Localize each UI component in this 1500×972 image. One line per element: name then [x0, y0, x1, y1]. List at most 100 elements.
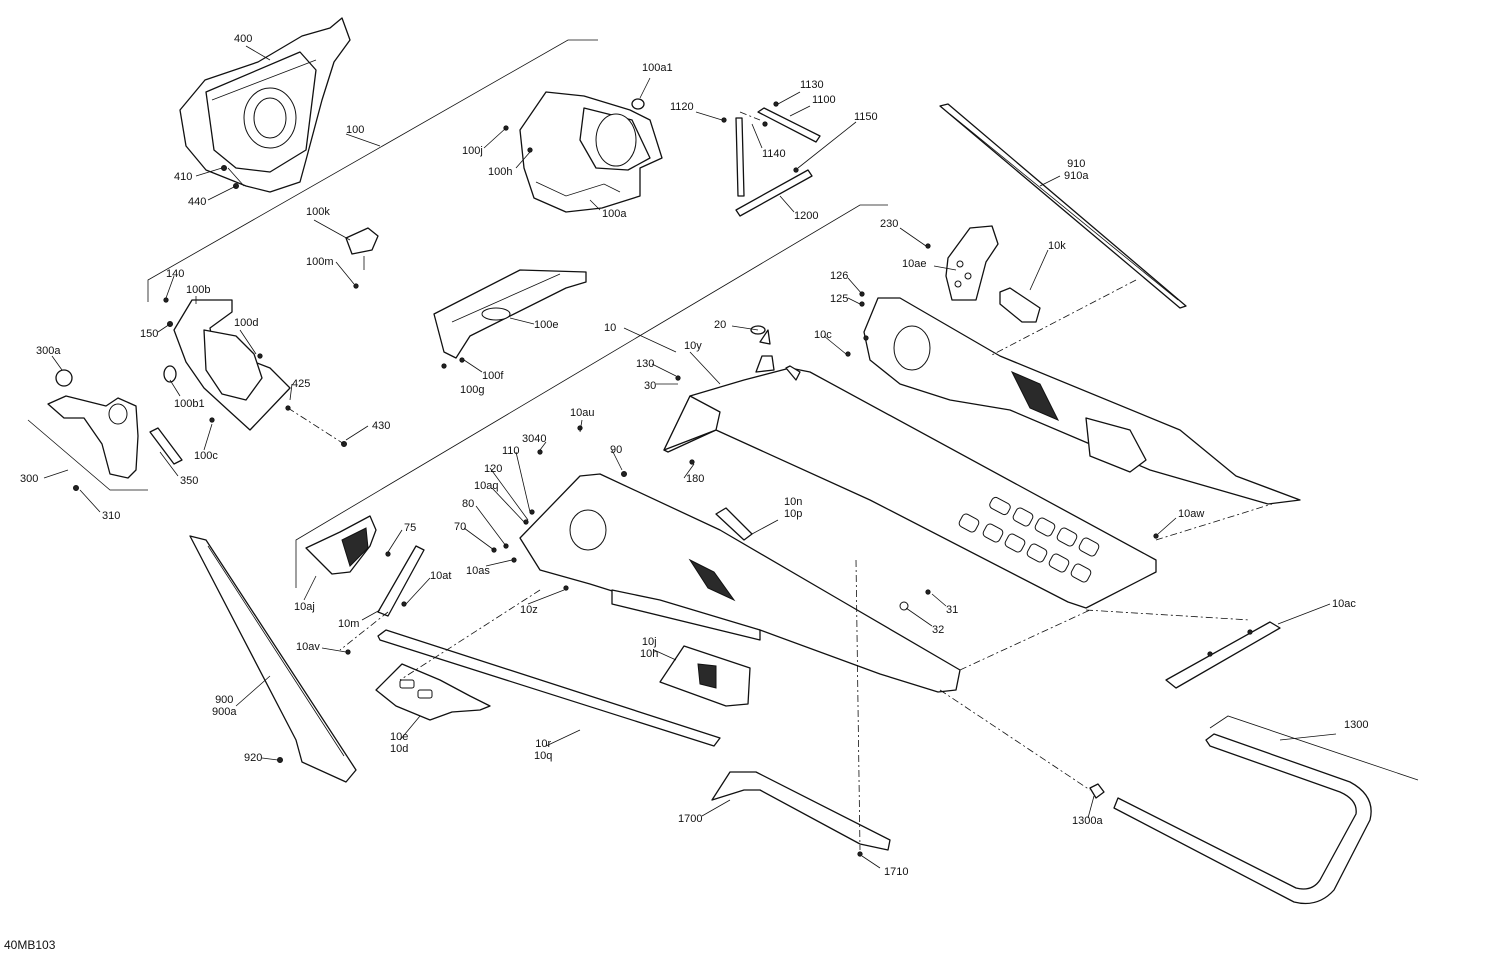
label-100a: 100a — [602, 208, 627, 220]
label-1130: 1130 — [800, 79, 824, 91]
part-10e-skid — [375, 663, 491, 721]
align-10aw — [1155, 503, 1273, 541]
label-180: 180 — [686, 473, 705, 485]
figure-id: 40MB103 — [4, 938, 56, 952]
part-10ae-bracket — [925, 225, 999, 301]
label-30: 30 — [644, 380, 657, 392]
label-90: 90 — [610, 444, 623, 456]
label-140: 140 — [166, 268, 185, 280]
label-10at: 10at — [430, 570, 452, 582]
align-1300a — [939, 689, 1091, 791]
label-1700: 1700 — [678, 813, 703, 825]
label-1120: 1120 — [670, 101, 694, 113]
label-3040: 3040 — [522, 433, 547, 445]
label-100d: 100d — [234, 317, 259, 329]
label-10r: 10r 10q — [534, 738, 553, 762]
part-1700-bumper-arm — [711, 771, 891, 857]
label-230: 230 — [880, 218, 899, 230]
label-10as: 10as — [466, 565, 490, 577]
align-tunnel — [959, 609, 1091, 671]
label-10c: 10c — [814, 329, 832, 341]
part-10j-bracket — [659, 645, 751, 707]
label-110: 110 — [502, 445, 520, 457]
label-1300: 1300 — [1344, 719, 1369, 731]
part-910-rail — [939, 103, 1187, 309]
part-10-tunnel-top — [663, 325, 1157, 609]
label-900: 900 900a — [212, 694, 237, 718]
label-125: 125 — [830, 293, 849, 305]
label-100c: 100c — [194, 450, 218, 462]
label-440: 440 — [188, 196, 207, 208]
label-100a1: 100a1 — [642, 62, 673, 74]
part-10ac-rail — [1165, 621, 1281, 689]
part-100b-side-bracket — [163, 297, 291, 431]
group-10-boundary — [295, 204, 888, 588]
align-430 — [287, 407, 345, 445]
part-10aj-heat-shield — [305, 515, 377, 575]
label-10n: 10n 10p — [784, 496, 803, 520]
part-10av-bolt — [345, 649, 351, 655]
align-10z — [399, 589, 541, 681]
part-10m-strut — [377, 545, 425, 617]
label-80: 80 — [462, 498, 475, 510]
label-910: 910 910a — [1064, 158, 1089, 182]
label-1200: 1200 — [794, 210, 819, 222]
part-1140-rod — [721, 117, 745, 197]
label-425: 425 — [292, 378, 311, 390]
label-430: 430 — [372, 420, 391, 432]
label-70: 70 — [454, 521, 467, 533]
label-100h: 100h — [488, 166, 513, 178]
label-100f: 100f — [482, 370, 504, 382]
label-100k: 100k — [306, 206, 330, 218]
label-10ac: 10ac — [1332, 598, 1356, 610]
part-10c-side-panel — [845, 291, 1301, 505]
label-100: 100 — [346, 124, 365, 136]
label-350: 350 — [180, 475, 199, 487]
align-1710 — [855, 559, 861, 851]
label-150: 150 — [140, 328, 159, 340]
part-1200-rod — [735, 167, 813, 217]
part-31-bolt — [925, 589, 931, 595]
label-100m: 100m — [306, 256, 334, 268]
label-100b: 100b — [186, 284, 211, 296]
label-10: 10 — [604, 322, 617, 334]
part-100k-cover — [345, 227, 379, 289]
group-1300-boundary — [1209, 715, 1419, 781]
label-310: 310 — [102, 510, 121, 522]
label-10m: 10m — [338, 618, 360, 630]
align-10at — [339, 611, 389, 651]
label-10aw: 10aw — [1178, 508, 1205, 520]
label-120: 120 — [484, 463, 503, 475]
label-410: 410 — [174, 171, 193, 183]
label-100g: 100g — [460, 384, 485, 396]
label-32: 32 — [932, 624, 945, 636]
align-910 — [989, 279, 1137, 357]
align-10ac — [1085, 609, 1251, 621]
label-10e: 10e 10d — [390, 731, 409, 755]
label-126: 126 — [830, 270, 849, 282]
part-10r-strip — [377, 629, 721, 747]
part-100e-plate — [433, 269, 587, 369]
label-130: 130 — [636, 358, 655, 370]
group-300-boundary — [27, 419, 148, 491]
label-10au: 10au — [570, 407, 595, 419]
label-10aq: 10aq — [474, 480, 499, 492]
label-1140: 1140 — [762, 148, 786, 160]
label-10j: 10j 10h — [640, 636, 659, 660]
label-10aj: 10aj — [294, 601, 315, 613]
label-75: 75 — [404, 522, 417, 534]
label-300: 300 — [20, 473, 39, 485]
label-31: 31 — [946, 604, 959, 616]
part-10k-bracket — [999, 287, 1041, 323]
part-100a-front-bulkhead — [503, 91, 663, 213]
label-10av: 10av — [296, 641, 320, 653]
group-100-boundary — [147, 39, 598, 302]
label-10z: 10z — [520, 604, 538, 616]
label-100j: 100j — [462, 145, 483, 157]
label-1710: 1710 — [884, 866, 909, 878]
align-1100 — [739, 111, 761, 121]
label-1150: 1150 — [854, 111, 878, 123]
label-100e: 100e — [534, 319, 559, 331]
